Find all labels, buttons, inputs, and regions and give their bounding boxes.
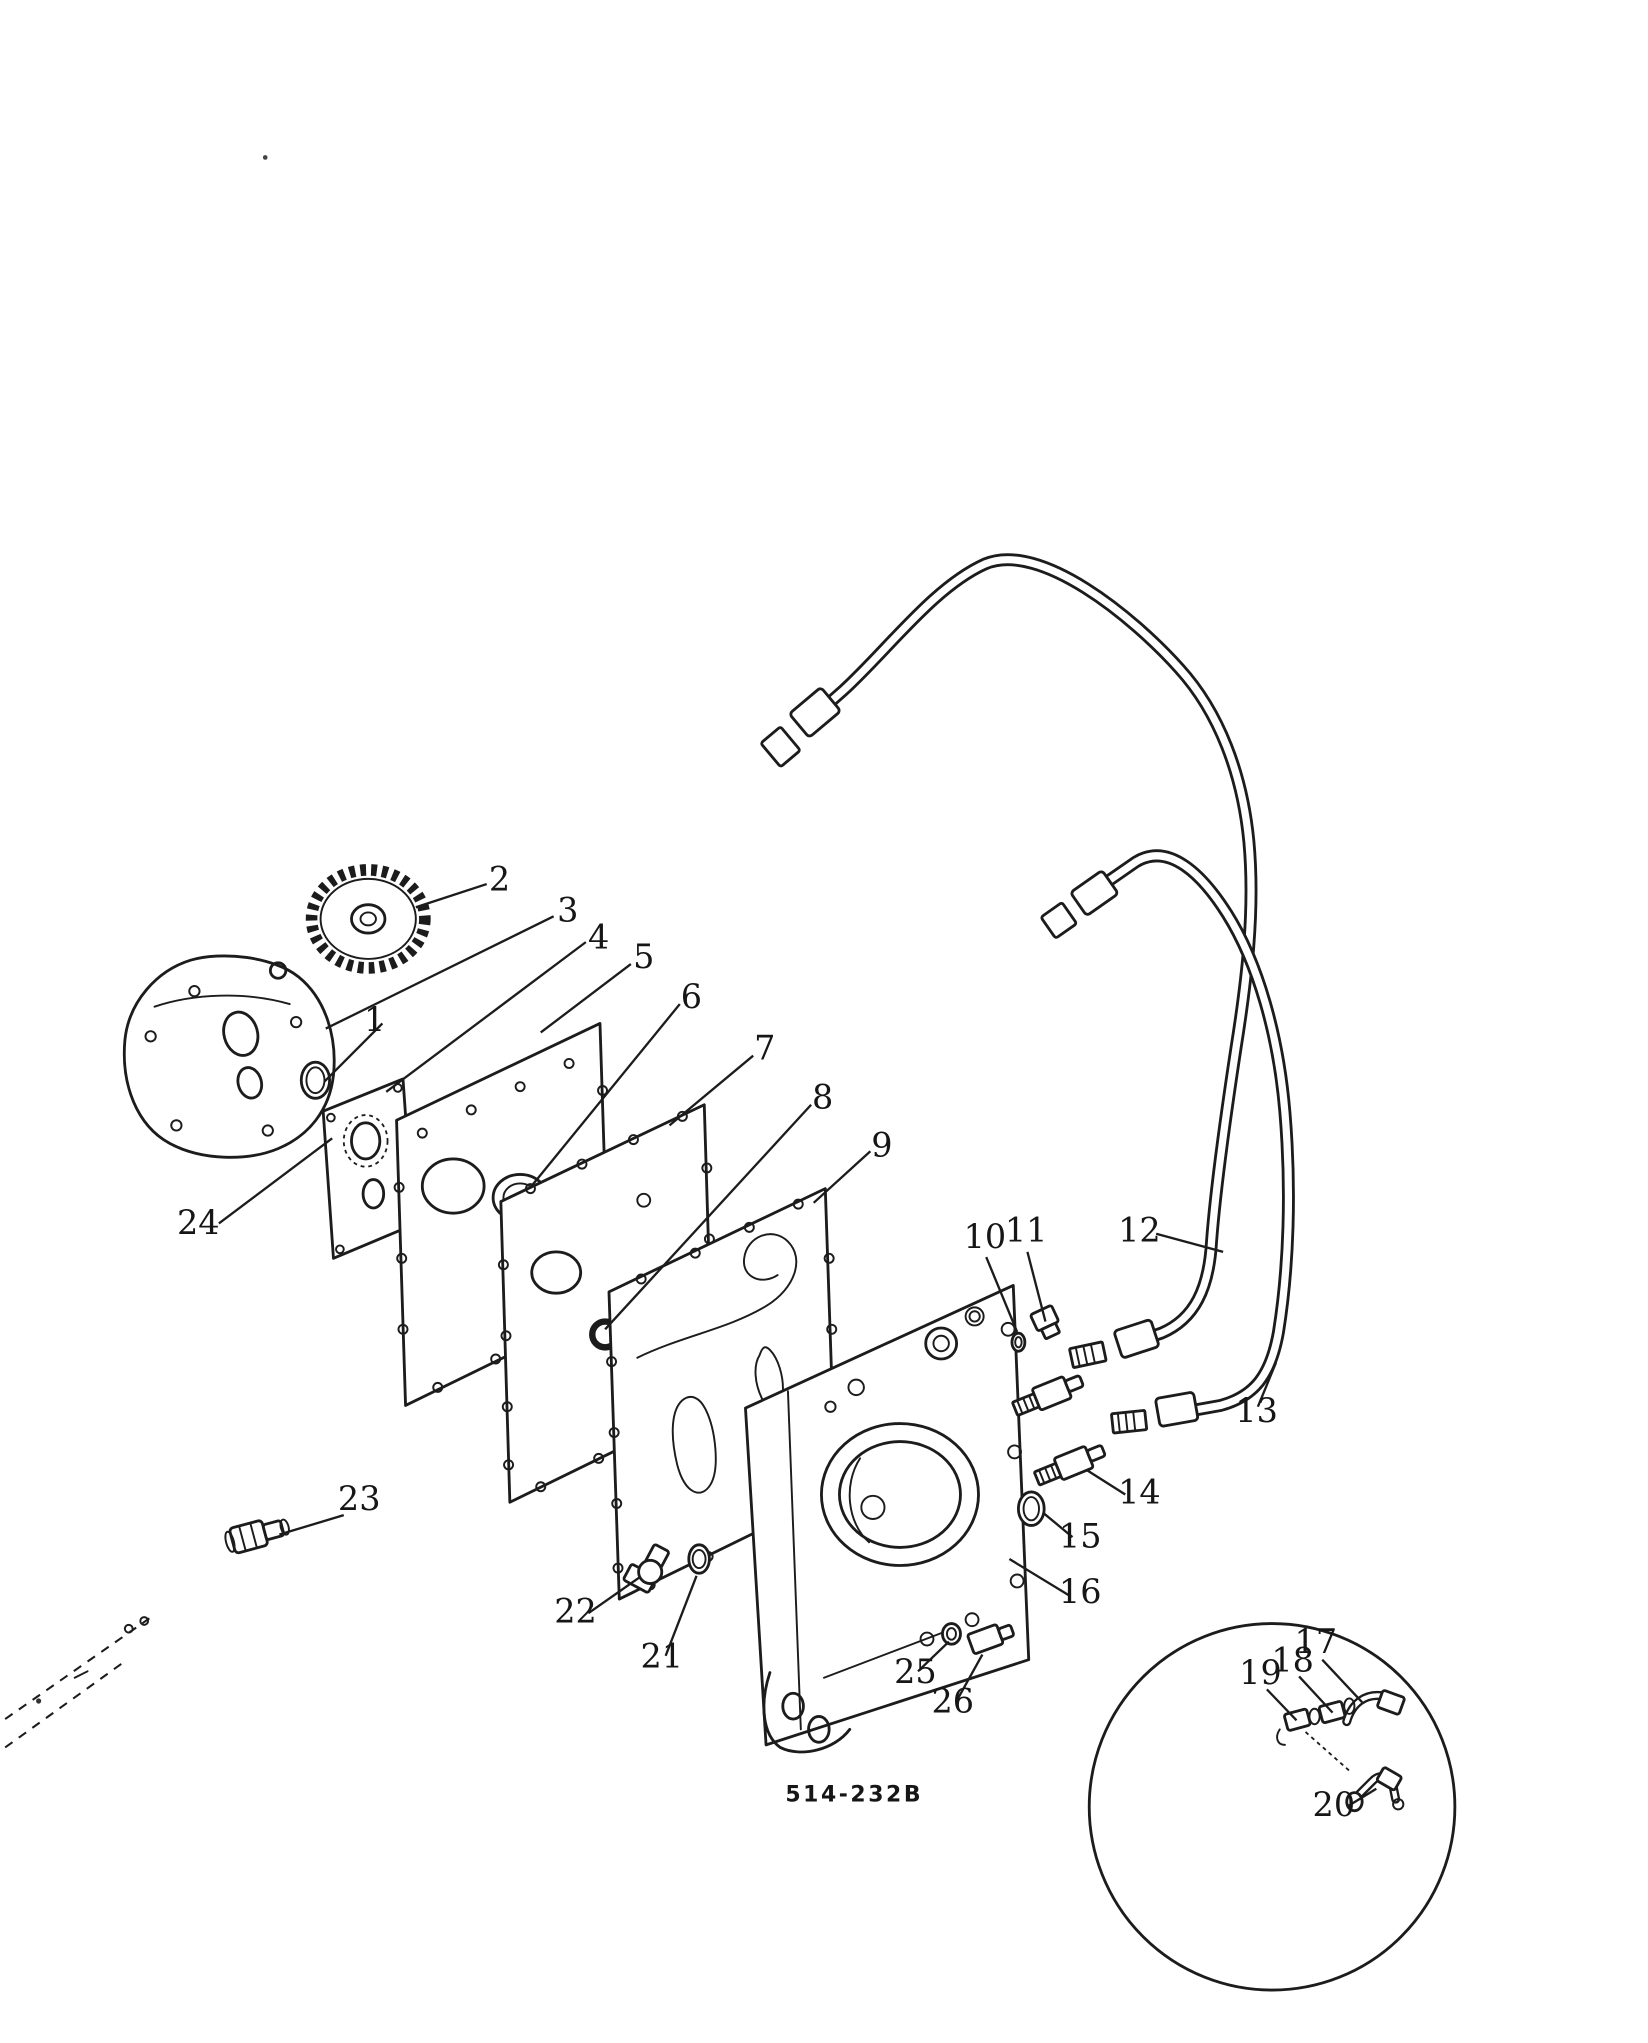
callout-9: 9 bbox=[871, 1125, 892, 1164]
callout-5: 5 bbox=[633, 937, 654, 976]
phantom-linkage-sketch bbox=[4, 1616, 150, 1749]
inset-assembly-20 bbox=[1345, 1766, 1405, 1813]
callout-18: 18 bbox=[1271, 1640, 1314, 1679]
callout-1: 1 bbox=[364, 1000, 385, 1039]
leader-lines bbox=[218, 882, 1377, 1808]
washer-25 bbox=[941, 1622, 962, 1646]
callout-10: 10 bbox=[964, 1217, 1007, 1256]
callout-3: 3 bbox=[557, 890, 578, 929]
callout-7: 7 bbox=[754, 1029, 775, 1068]
steel-pipe-12 bbox=[760, 553, 1258, 1369]
callout-11: 11 bbox=[1005, 1211, 1048, 1250]
callout-2: 2 bbox=[489, 859, 510, 898]
callout-8: 8 bbox=[812, 1078, 833, 1117]
plug-11 bbox=[1029, 1304, 1061, 1340]
steel-pipe-13 bbox=[1040, 849, 1295, 1435]
washer-10 bbox=[1010, 1331, 1027, 1353]
inset-fitting-17 bbox=[1376, 1689, 1406, 1716]
callout-14: 14 bbox=[1118, 1472, 1161, 1511]
callout-6: 6 bbox=[681, 977, 702, 1016]
o-ring-21 bbox=[687, 1543, 711, 1575]
callout-24: 24 bbox=[177, 1203, 220, 1242]
callout-23: 23 bbox=[338, 1479, 381, 1518]
figure-code: 514-232B bbox=[785, 1783, 923, 1808]
pump-cover bbox=[122, 954, 336, 1159]
connector-nipple-upper bbox=[1011, 1374, 1085, 1417]
callout-25: 25 bbox=[894, 1652, 937, 1691]
callout-17: 17 bbox=[1295, 1622, 1338, 1661]
callout-26: 26 bbox=[931, 1682, 974, 1721]
callout-13: 13 bbox=[1235, 1391, 1278, 1430]
callout-15: 15 bbox=[1059, 1516, 1102, 1555]
plug-fitting-26 bbox=[966, 1623, 1015, 1655]
small-gasket-24 bbox=[321, 1077, 415, 1260]
callout-4: 4 bbox=[588, 918, 609, 957]
callout-19: 19 bbox=[1239, 1653, 1282, 1692]
seal-ring-1 bbox=[299, 1060, 332, 1100]
callout-16: 16 bbox=[1059, 1572, 1102, 1611]
connector-fitting-14 bbox=[1033, 1444, 1107, 1487]
drive-gear bbox=[305, 864, 431, 974]
elbow-union-23 bbox=[224, 1518, 290, 1555]
callout-20: 20 bbox=[1313, 1785, 1356, 1824]
callout-12: 12 bbox=[1118, 1211, 1161, 1250]
print-artifact-dot bbox=[262, 155, 268, 160]
callout-21: 21 bbox=[640, 1636, 683, 1675]
o-ring-15 bbox=[1016, 1490, 1046, 1527]
callout-22: 22 bbox=[554, 1591, 597, 1630]
